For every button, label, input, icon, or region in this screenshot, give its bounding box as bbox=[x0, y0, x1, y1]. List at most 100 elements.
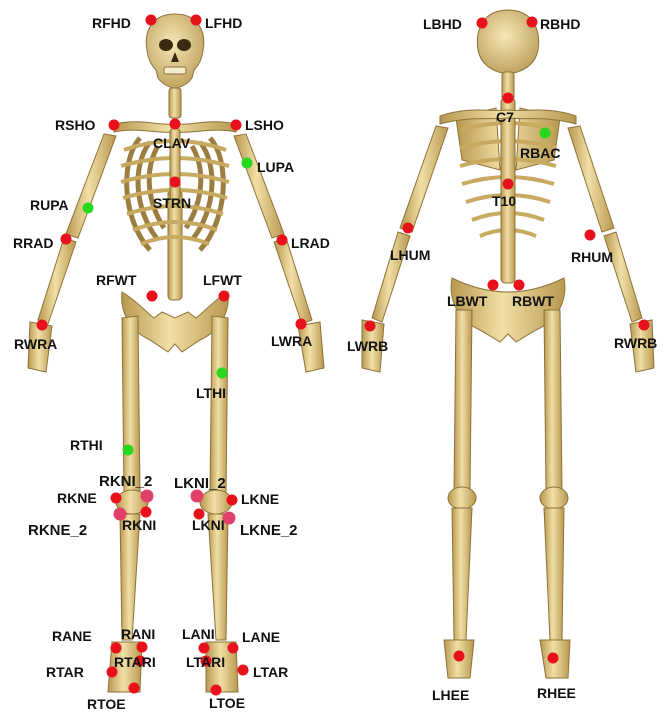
marker-clav-label: CLAV bbox=[153, 135, 191, 151]
marker-rwra-label: RWRA bbox=[14, 336, 57, 352]
back-left-knee bbox=[448, 487, 476, 509]
marker-rtari-label: RTARI bbox=[114, 654, 156, 670]
marker-rane-label: RANE bbox=[52, 628, 92, 644]
marker-rrad-dot bbox=[61, 234, 72, 245]
marker-rani-label: RANI bbox=[121, 626, 155, 642]
front-skeleton bbox=[28, 14, 324, 692]
back-right-knee bbox=[540, 487, 568, 509]
marker-rrad-label: RRAD bbox=[13, 235, 53, 251]
front-neck bbox=[169, 88, 181, 118]
marker-lhum-label: LHUM bbox=[390, 247, 430, 263]
marker-t10-dot bbox=[503, 179, 514, 190]
back-left-femur bbox=[454, 310, 472, 490]
marker-rbac-label: RBAC bbox=[520, 145, 560, 161]
marker-lkni-2-label: LKNI_2 bbox=[174, 475, 226, 492]
marker-lsho-label: LSHO bbox=[245, 117, 284, 133]
marker-rfwt-label: RFWT bbox=[96, 272, 137, 288]
marker-lthi-label: LTHI bbox=[196, 385, 226, 401]
marker-lane-dot bbox=[228, 643, 239, 654]
marker-rsho-label: RSHO bbox=[55, 117, 96, 133]
back-left-tibia bbox=[452, 508, 472, 640]
back-right-femur bbox=[544, 310, 562, 490]
front-left-humerus bbox=[234, 134, 284, 238]
marker-rani-dot bbox=[137, 642, 148, 653]
front-eye-socket-right bbox=[159, 39, 173, 51]
marker-lwrb-dot bbox=[365, 321, 376, 332]
marker-ltoe-dot bbox=[211, 685, 222, 696]
marker-ltar-label: LTAR bbox=[253, 664, 288, 680]
back-right-tibia bbox=[544, 508, 564, 640]
back-right-forearm bbox=[604, 232, 642, 322]
marker-lkne-dot bbox=[227, 495, 238, 506]
back-right-humerus bbox=[568, 126, 614, 232]
marker-rbac-dot bbox=[540, 128, 551, 139]
marker-strn-dot bbox=[170, 177, 181, 188]
marker-rkne-dot bbox=[111, 493, 122, 504]
marker-strn-label: STRN bbox=[153, 195, 191, 211]
marker-lwrb-label: LWRB bbox=[347, 338, 388, 354]
marker-ltar-dot bbox=[238, 665, 249, 676]
marker-lani-label: LANI bbox=[182, 626, 215, 642]
marker-rwra-dot bbox=[37, 320, 48, 331]
marker-rfhd-label: RFHD bbox=[92, 15, 131, 31]
back-left-humerus bbox=[400, 126, 448, 232]
marker-lhee-label: LHEE bbox=[432, 687, 469, 703]
marker-rhee-dot bbox=[548, 653, 559, 664]
marker-c7-label: C7 bbox=[496, 109, 514, 125]
marker-lwra-label: LWRA bbox=[271, 333, 312, 349]
back-left-forearm bbox=[372, 232, 410, 322]
marker-lbwt-dot bbox=[488, 280, 499, 291]
marker-lthi-dot bbox=[217, 368, 228, 379]
front-right-femur bbox=[122, 316, 140, 494]
marker-rupa-label: RUPA bbox=[30, 197, 69, 213]
marker-rkne-2-label: RKNE_2 bbox=[28, 522, 87, 539]
marker-lhee-dot bbox=[454, 651, 465, 662]
marker-rane-dot bbox=[111, 643, 122, 654]
marker-lsho-dot bbox=[231, 120, 242, 131]
marker-rthi-label: RTHI bbox=[70, 437, 103, 453]
marker-lupa-dot bbox=[242, 158, 253, 169]
marker-lwra-dot bbox=[296, 319, 307, 330]
back-spine bbox=[501, 98, 515, 283]
front-left-femur bbox=[210, 316, 228, 494]
marker-rfwt-dot bbox=[147, 291, 158, 302]
marker-rkni-dot bbox=[141, 507, 152, 518]
marker-lani-dot bbox=[199, 643, 210, 654]
marker-rsho-dot bbox=[109, 120, 120, 131]
marker-lfwt-label: LFWT bbox=[203, 272, 242, 288]
marker-rthi-dot bbox=[123, 445, 134, 456]
marker-lrad-label: LRAD bbox=[291, 235, 330, 251]
marker-rbhd-dot bbox=[527, 17, 538, 28]
marker-rupa-dot bbox=[83, 203, 94, 214]
marker-rhum-dot bbox=[585, 230, 596, 241]
marker-lhum-dot bbox=[403, 223, 414, 234]
marker-lrad-dot bbox=[277, 235, 288, 246]
marker-rwrb-dot bbox=[639, 320, 650, 331]
marker-t10-label: T10 bbox=[492, 193, 516, 209]
marker-lbhd-label: LBHD bbox=[423, 16, 462, 32]
marker-rhee-label: RHEE bbox=[537, 685, 576, 701]
front-right-humerus bbox=[66, 134, 116, 238]
marker-lkni-label: LKNI bbox=[192, 517, 225, 533]
marker-lbhd-dot bbox=[477, 18, 488, 29]
marker-lfhd-dot bbox=[191, 15, 202, 26]
marker-lbwt-label: LBWT bbox=[447, 293, 488, 309]
marker-lupa-label: LUPA bbox=[257, 159, 294, 175]
marker-rkni-label: RKNI bbox=[122, 517, 156, 533]
marker-rhum-label: RHUM bbox=[571, 249, 613, 265]
marker-rbhd-label: RBHD bbox=[540, 16, 580, 32]
marker-ltoe-label: LTOE bbox=[209, 695, 245, 711]
front-teeth bbox=[164, 67, 186, 74]
marker-rkni-2-label: RKNI_2 bbox=[99, 473, 152, 490]
marker-rtoe-dot bbox=[129, 683, 140, 694]
marker-ltari-label: LTARI bbox=[186, 654, 225, 670]
marker-rtar-label: RTAR bbox=[46, 664, 84, 680]
marker-rbwt-label: RBWT bbox=[512, 293, 554, 309]
marker-rbwt-dot bbox=[514, 280, 525, 291]
marker-lkne-label: LKNE bbox=[241, 491, 279, 507]
marker-clav-dot bbox=[170, 119, 181, 130]
marker-rwrb-label: RWRB bbox=[614, 335, 657, 351]
marker-c7-dot bbox=[503, 93, 514, 104]
